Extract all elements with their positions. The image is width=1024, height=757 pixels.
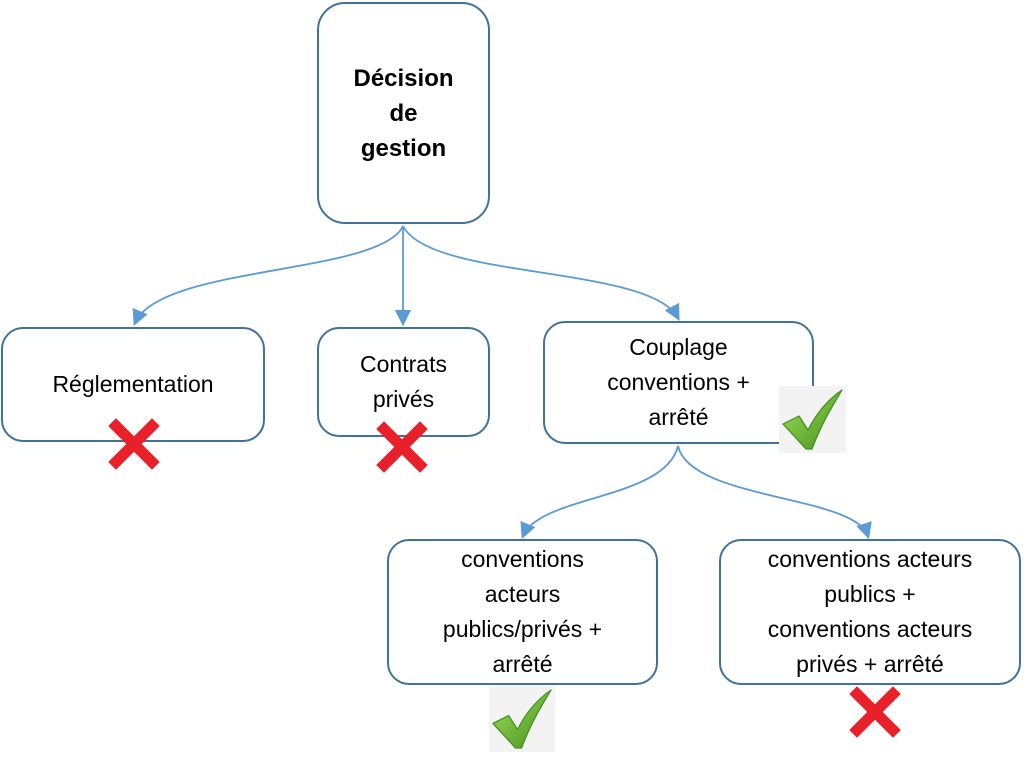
node-contrats-prives-label: Contrats privés (360, 351, 447, 412)
checkmark-icon (782, 389, 843, 450)
root-node-label: Décision de gestion (353, 64, 454, 162)
checkmark-icon (492, 689, 552, 749)
cross-icon (849, 686, 901, 738)
node-conventions-publics-prives-label: conventions acteurs publics/privés + arr… (442, 546, 603, 677)
connector-couplage-to-conventions-separees (677, 445, 872, 540)
node-reglementation: Réglementation (1, 327, 265, 442)
node-conventions-publics-prives: conventions acteurs publics/privés + arr… (387, 539, 658, 685)
node-contrats-prives: Contrats privés (317, 327, 490, 437)
node-reglementation-label: Réglementation (52, 371, 214, 397)
checkmark-tile (489, 686, 555, 752)
connector-root-to-couplage (402, 225, 680, 321)
checkmark-tile (779, 386, 846, 453)
node-couplage: Couplage conventions + arrêté (543, 321, 814, 444)
connector-couplage-to-conventions-publics-prives (520, 445, 679, 539)
root-node-decision-de-gestion: Décision de gestion (317, 2, 490, 224)
cross-icon (376, 421, 428, 473)
node-conventions-separees-label: conventions acteurs publics + convention… (767, 546, 973, 677)
node-couplage-label: Couplage conventions + arrêté (607, 334, 750, 430)
connector-root-to-reglementation (132, 225, 404, 326)
cross-icon (108, 418, 160, 470)
node-conventions-separees: conventions acteurs publics + convention… (719, 539, 1021, 685)
